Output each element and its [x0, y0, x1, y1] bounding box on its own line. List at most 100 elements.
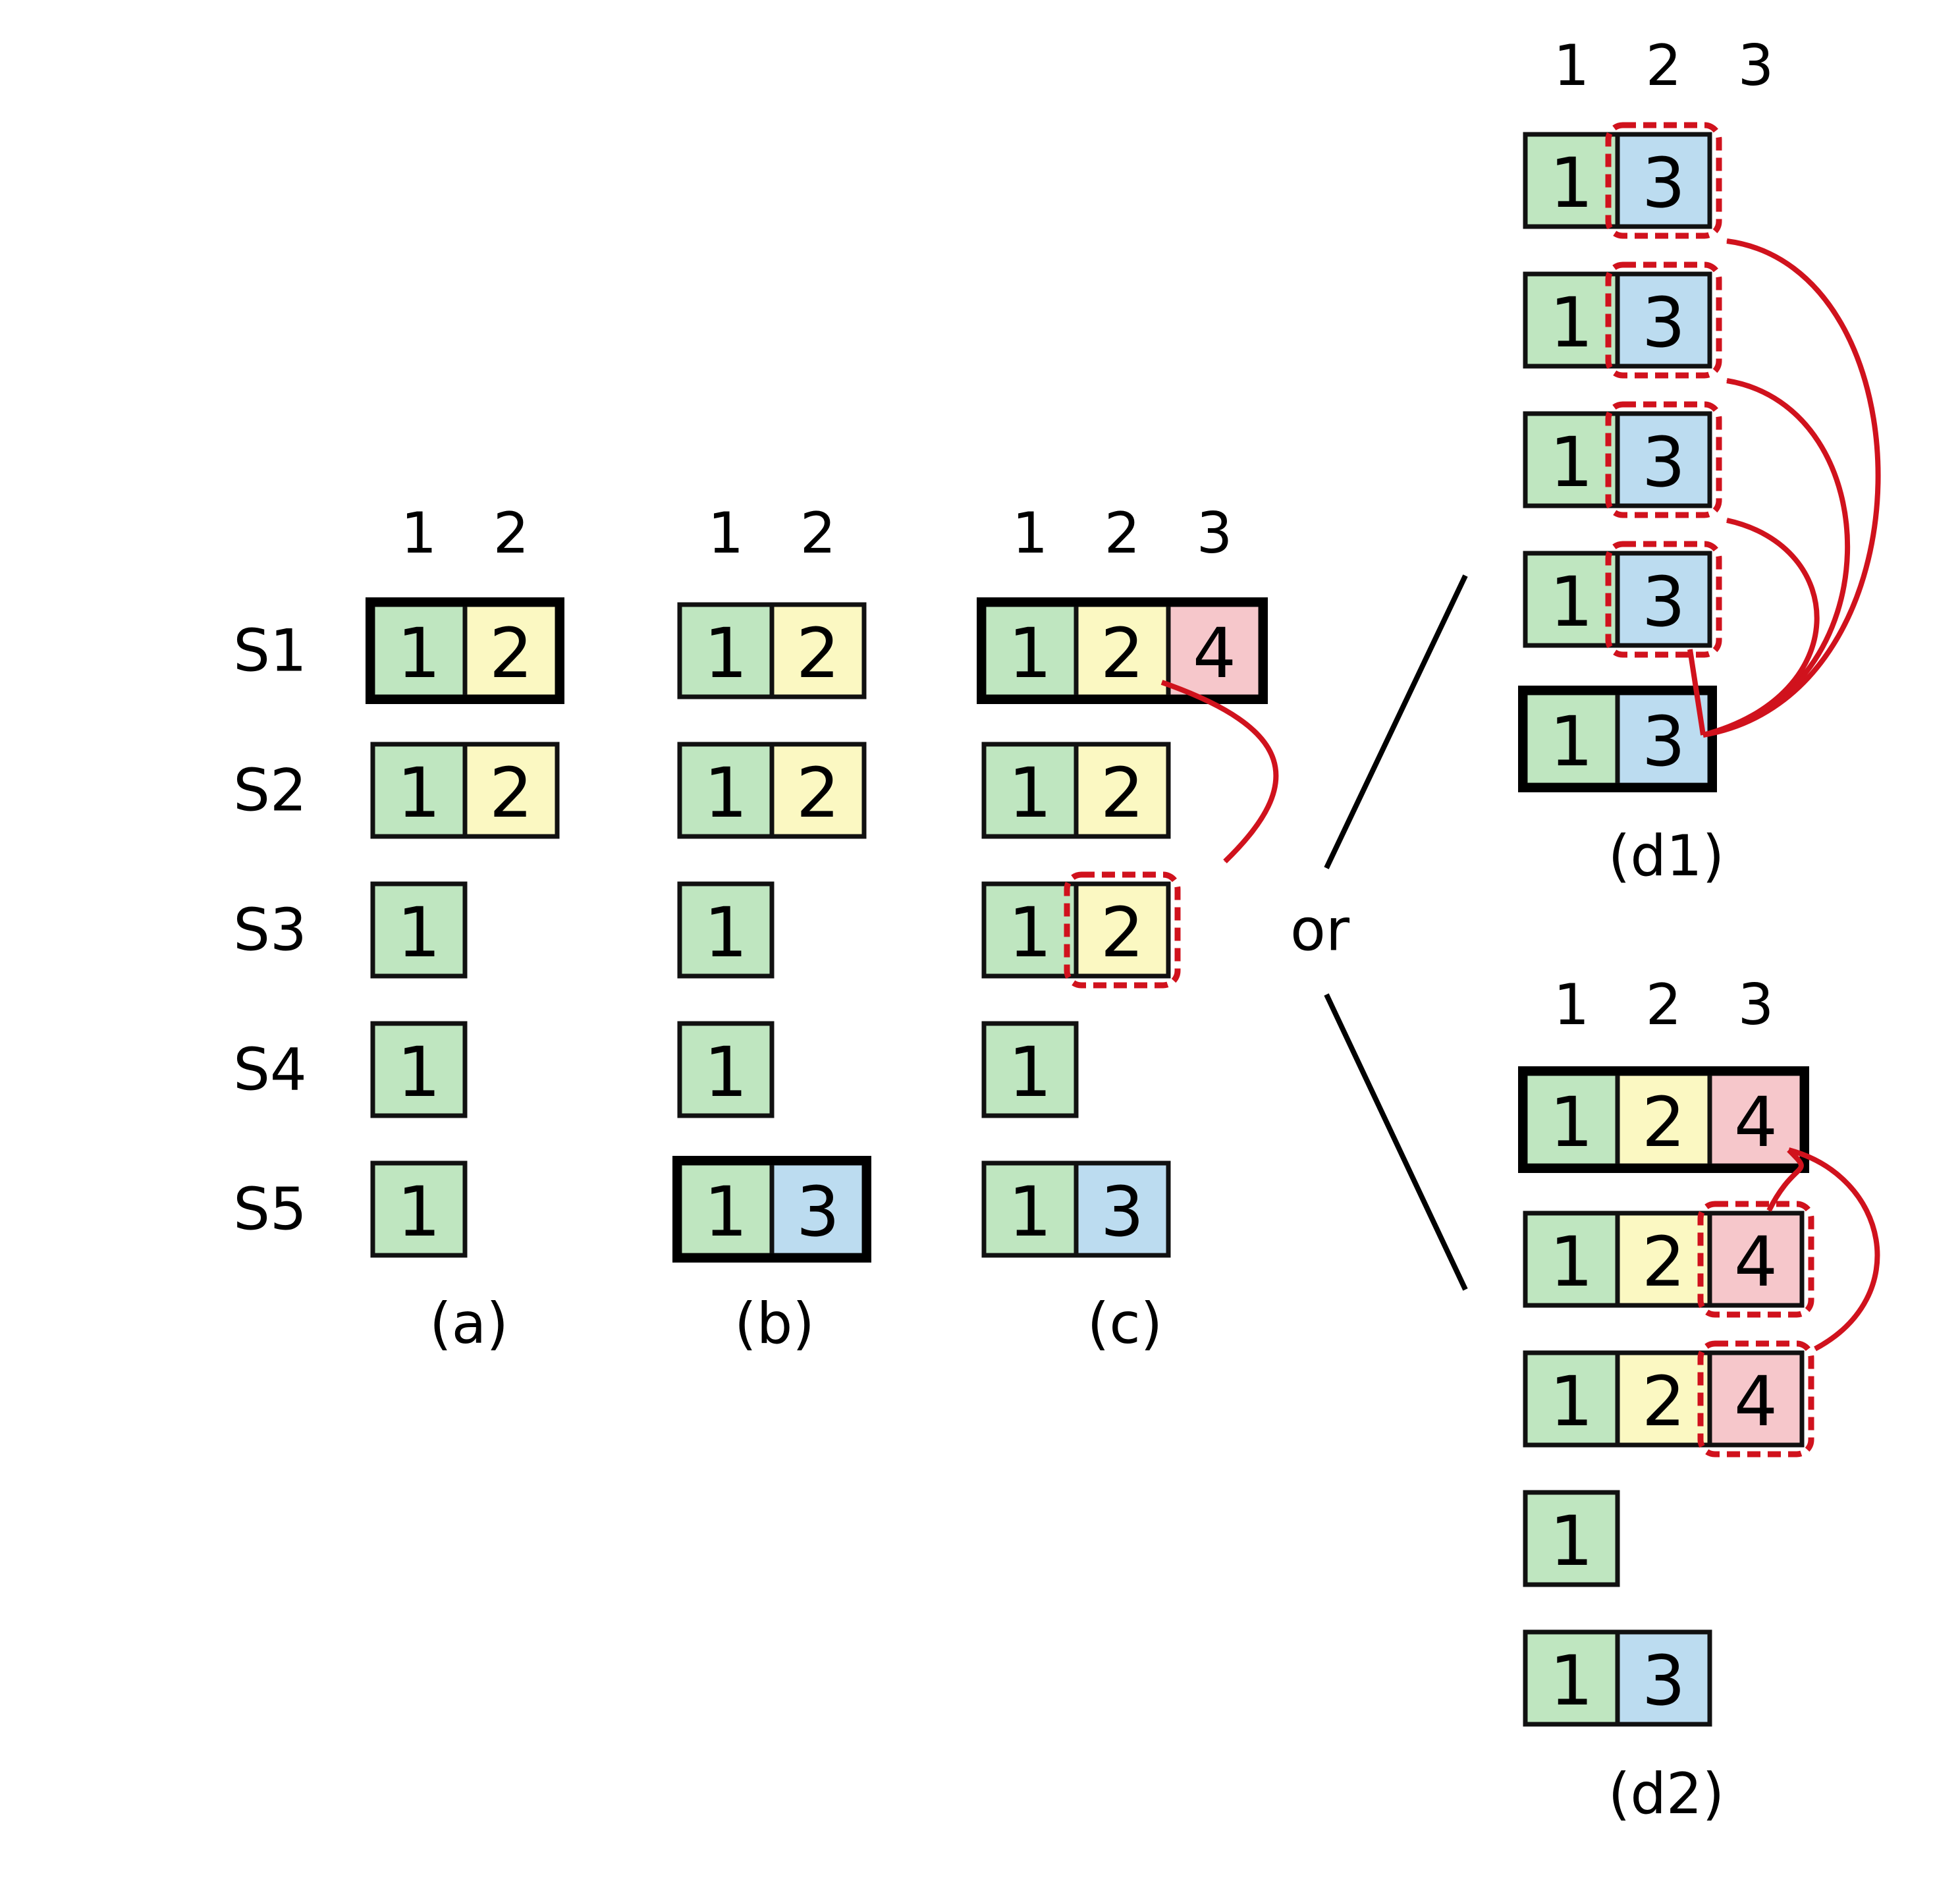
log-row-s3: 1 [677, 881, 775, 979]
log-entry-term: 1 [397, 613, 441, 694]
arrows-layer [1160, 238, 1881, 1351]
panel-caption: (d1) [1608, 823, 1724, 889]
log-entry-cell [981, 1021, 1079, 1118]
log-entry-term: 1 [704, 1172, 748, 1252]
log-entry-term: 2 [796, 753, 840, 833]
log-entry-cell [981, 881, 1079, 979]
log-entry-term: 2 [1101, 613, 1144, 694]
index-label: 1 [1554, 972, 1590, 1038]
log-entry-cell [1707, 1071, 1805, 1168]
log-entry-cell [1166, 602, 1263, 699]
leader-outline [1518, 1066, 1809, 1173]
index-label: 3 [1738, 33, 1774, 99]
log-entry-term: 1 [704, 613, 748, 694]
branch-line-upper [1324, 574, 1468, 869]
log-entry-cell [370, 881, 468, 979]
log-entry-term: 1 [397, 1172, 441, 1252]
leader-outline [366, 597, 564, 704]
index-label: 1 [1554, 33, 1590, 99]
server-label-s2: S2 [233, 757, 307, 825]
log-entry-term: 2 [1642, 1222, 1685, 1302]
log-entry-cell [1615, 1071, 1712, 1168]
log-entry-term: 1 [1008, 613, 1052, 694]
log-entry-term: 3 [1642, 1641, 1685, 1721]
log-entry-cell [462, 742, 560, 839]
branch-line-lower [1324, 993, 1468, 1291]
log-entry-cell [370, 1021, 468, 1118]
index-label: 3 [1197, 501, 1233, 566]
log-entry-term: 1 [1550, 283, 1593, 363]
log-entry-cell [769, 742, 867, 839]
panel-caption: (c) [1087, 1291, 1162, 1357]
log-entry-term: 2 [1642, 1361, 1685, 1442]
log-entry-term: 1 [397, 1032, 441, 1112]
replication-arrow [1766, 1148, 1804, 1212]
log-row-s4: 1 [370, 1021, 468, 1118]
log-entry-cell [1074, 742, 1171, 839]
log-entry-cell [1523, 1490, 1620, 1587]
log-entry-term: 4 [1734, 1361, 1778, 1442]
highlight-dashed-box [1605, 401, 1722, 518]
highlight-dashed-box [1064, 871, 1181, 989]
replication-arrow [1787, 1147, 1880, 1351]
log-entry-term: 1 [704, 892, 748, 973]
log-entry-cell [769, 602, 867, 699]
branch-connector: or [1290, 574, 1468, 1291]
highlight-dashed-box [1605, 122, 1722, 239]
log-entry-term: 3 [1101, 1172, 1144, 1252]
server-label-s3: S3 [233, 896, 307, 964]
log-entry-cell [981, 742, 1079, 839]
index-label: 2 [1646, 972, 1682, 1038]
log-entry-term: 4 [1193, 613, 1236, 694]
highlight-dashed-box [1605, 541, 1722, 658]
panel-caption: (d2) [1608, 1761, 1724, 1827]
log-entry-term: 1 [1550, 422, 1593, 503]
log-entry-cell [677, 1021, 775, 1118]
log-entry-cell [1615, 132, 1712, 229]
log-row-s5: 1 [370, 1160, 468, 1258]
log-entry-term: 1 [704, 1032, 748, 1112]
or-label: or [1290, 896, 1350, 964]
replication-arrow [1702, 378, 1850, 738]
log-entry-cell [677, 881, 775, 979]
leader-outline [977, 597, 1268, 704]
replication-arrow [1702, 238, 1881, 738]
log-entry-term: 3 [1642, 422, 1685, 503]
index-label: 3 [1738, 972, 1774, 1038]
log-entry-cell [1615, 271, 1712, 369]
log-entry-cell [1615, 1350, 1712, 1448]
log-entry-term: 2 [1642, 1082, 1685, 1162]
log-entry-term: 2 [489, 753, 533, 833]
panel-caption: (b) [734, 1291, 815, 1357]
log-entry-term: 2 [1101, 892, 1144, 973]
index-label: 1 [1012, 501, 1048, 566]
log-entry-cell [1523, 1211, 1620, 1308]
log-entry-term: 4 [1734, 1082, 1778, 1162]
log-row-s4: 1 [677, 1021, 775, 1118]
log-entry-term: 1 [1550, 1501, 1593, 1581]
log-entry-term: 3 [1642, 701, 1685, 782]
log-entry-cell [1523, 271, 1620, 369]
log-entry-cell [1707, 1350, 1805, 1448]
log-row-s4: 1 [1523, 1490, 1620, 1587]
index-label: 1 [401, 501, 437, 566]
log-entry-term: 1 [1550, 1222, 1593, 1302]
log-entry-term: 1 [397, 892, 441, 973]
replication-arrow [1702, 518, 1820, 738]
log-entry-term: 1 [1550, 1361, 1593, 1442]
